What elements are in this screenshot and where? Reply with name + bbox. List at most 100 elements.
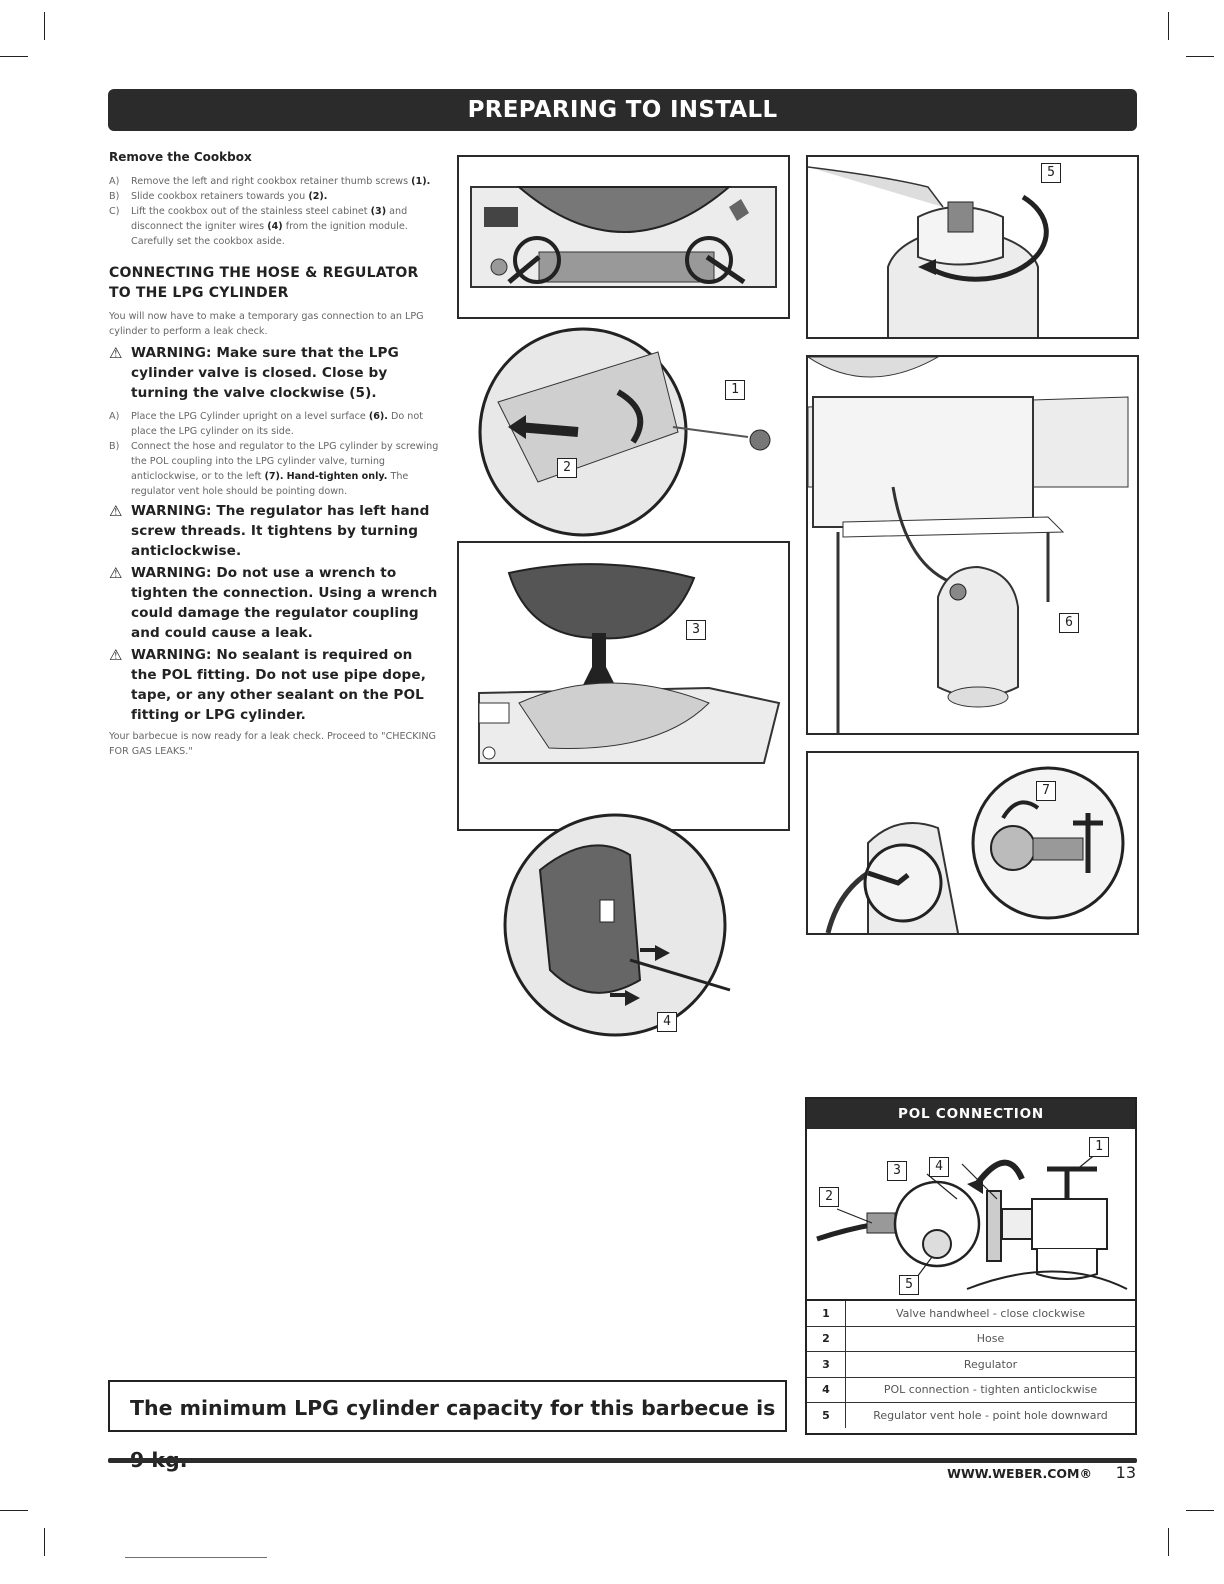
step-ref: (2). [308,191,328,202]
row-description: Regulator vent hole - point hole downwar… [845,1402,1135,1428]
connect-regulator-illustration [825,766,1125,933]
warning-text: WARNING: No sealant is required on the P… [131,647,426,723]
footer-url[interactable]: WWW.WEBER.COM® [947,1466,1092,1481]
crop-mark [44,1528,45,1556]
callout-1: 1 [725,380,745,400]
row-number: 4 [807,1376,846,1403]
step-b: B) Slide cookbox retainers towards you (… [109,189,441,204]
warning-3: ⚠ WARNING: Do not use a wrench to tighte… [109,563,441,643]
row-number: 3 [807,1351,846,1377]
capacity-note: The minimum LPG cylinder capacity for th… [108,1380,787,1472]
warning-triangle-icon: ⚠ [109,646,123,664]
step-place-cylinder: A) Place the LPG Cylinder upright on a l… [109,409,441,439]
step-label: A) [109,411,120,422]
crop-mark [0,56,28,57]
pol-figure: 1 2 3 4 5 [807,1129,1135,1301]
figure-close-valve [806,155,1139,339]
step-ref: (6). [368,411,388,422]
pol-callout-4: 4 [929,1157,949,1177]
step-a: A) Remove the left and right cookbox ret… [109,174,441,189]
retainer-detail-illustration [478,327,771,537]
row-description: Regulator [845,1351,1135,1377]
step-text: The regulator vent hole should be pointi… [131,471,409,497]
step-label: B) [109,191,120,202]
connecting-title: CONNECTING THE HOSE & REGULATOR TO THE L… [109,265,419,301]
table-row: 1 Valve handwheel - close clockwise [807,1301,1135,1326]
step-ref: (1). [411,176,431,187]
callout-2: 2 [557,458,577,478]
warning-triangle-icon: ⚠ [109,564,123,582]
crop-mark [1168,1528,1169,1556]
igniter-wires-illustration [503,813,731,1037]
step-text: Lift the cookbox out of the stainless st… [131,206,368,217]
crop-mark [1186,56,1214,57]
step-text: Place the LPG Cylinder upright on a leve… [131,411,366,422]
warning-triangle-icon: ⚠ [109,344,123,362]
cylinder-upright-illustration [808,357,1129,733]
connecting-outro: Your barbecue is now ready for a leak ch… [109,731,436,757]
row-description: Valve handwheel - close clockwise [895,1306,1086,1320]
close-valve-illustration [808,166,1049,337]
crop-mark [1186,1510,1214,1511]
callout-4: 4 [657,1012,677,1032]
figure-retainer-screws [457,155,790,319]
row-number: 2 [807,1325,846,1352]
step-label: A) [109,176,120,187]
step-label: C) [109,206,120,217]
step-text: and disconnect the igniter wires [131,206,408,232]
row-number: 5 [807,1402,846,1428]
step-ref: (7). [264,471,284,482]
lift-cookbox-illustration [478,563,781,764]
figure-cylinder-upright [806,355,1139,735]
step-text: Do not place the LPG cylinder on its sid… [131,411,423,437]
warning-1: ⚠ WARNING: Make sure that the LPG cylind… [109,343,441,403]
step-text: from the ignition module. Carefully set … [131,221,408,247]
instructions-column: Remove the Cookbox A) Remove the left an… [109,150,441,759]
warning-2: ⚠ WARNING: The regulator has left hand s… [109,501,441,561]
pol-title: POL CONNECTION [807,1099,1135,1129]
page-number: 13 [1115,1463,1136,1482]
page-header: PREPARING TO INSTALL [108,89,1137,131]
connecting-intro: You will now have to make a temporary ga… [109,311,424,337]
step-text: Slide cookbox retainers towards you [131,191,306,202]
warning-text: WARNING: The regulator has left hand scr… [131,503,430,559]
step-ref: (4) [267,221,283,232]
figure-connect-regulator [806,751,1139,935]
warning-text: WARNING: Make sure that the LPG cylinder… [131,345,399,401]
callout-3: 3 [686,620,706,640]
pol-callout-2: 2 [819,1187,839,1207]
step-label: B) [109,441,120,452]
step-c: C) Lift the cookbox out of the stainless… [109,204,441,249]
callout-5: 5 [1041,163,1061,183]
row-description: Hose [845,1325,1135,1352]
callout-6: 6 [1059,613,1079,633]
retainer-illustration [470,186,777,288]
step-text: Connect the hose and regulator to the LP… [131,441,439,482]
row-number: 1 [807,1301,846,1326]
pol-callout-3: 3 [887,1161,907,1181]
crop-mark [0,1510,28,1511]
step-text: Remove the left and right cookbox retain… [131,176,409,187]
pol-callout-5: 5 [899,1275,919,1295]
figure-lift-cookbox [457,541,790,831]
pol-callout-1: 1 [1089,1137,1109,1157]
warning-text: WARNING: Do not use a wrench to tighten … [131,565,438,641]
step-bold: Hand-tighten only. [286,471,388,482]
link-underline [125,1557,267,1558]
step-connect-hose: B) Connect the hose and regulator to the… [109,439,441,499]
callout-7: 7 [1036,781,1056,801]
warning-triangle-icon: ⚠ [109,502,123,520]
row-description: POL connection - tighten anticlockwise [845,1376,1135,1403]
pol-connection-illustration [816,1152,1128,1290]
crop-mark [44,12,45,40]
crop-mark [1168,12,1169,40]
remove-cookbox-title: Remove the Cookbox [109,150,252,164]
warning-4: ⚠ WARNING: No sealant is required on the… [109,645,441,725]
footer-rule [108,1458,1137,1463]
